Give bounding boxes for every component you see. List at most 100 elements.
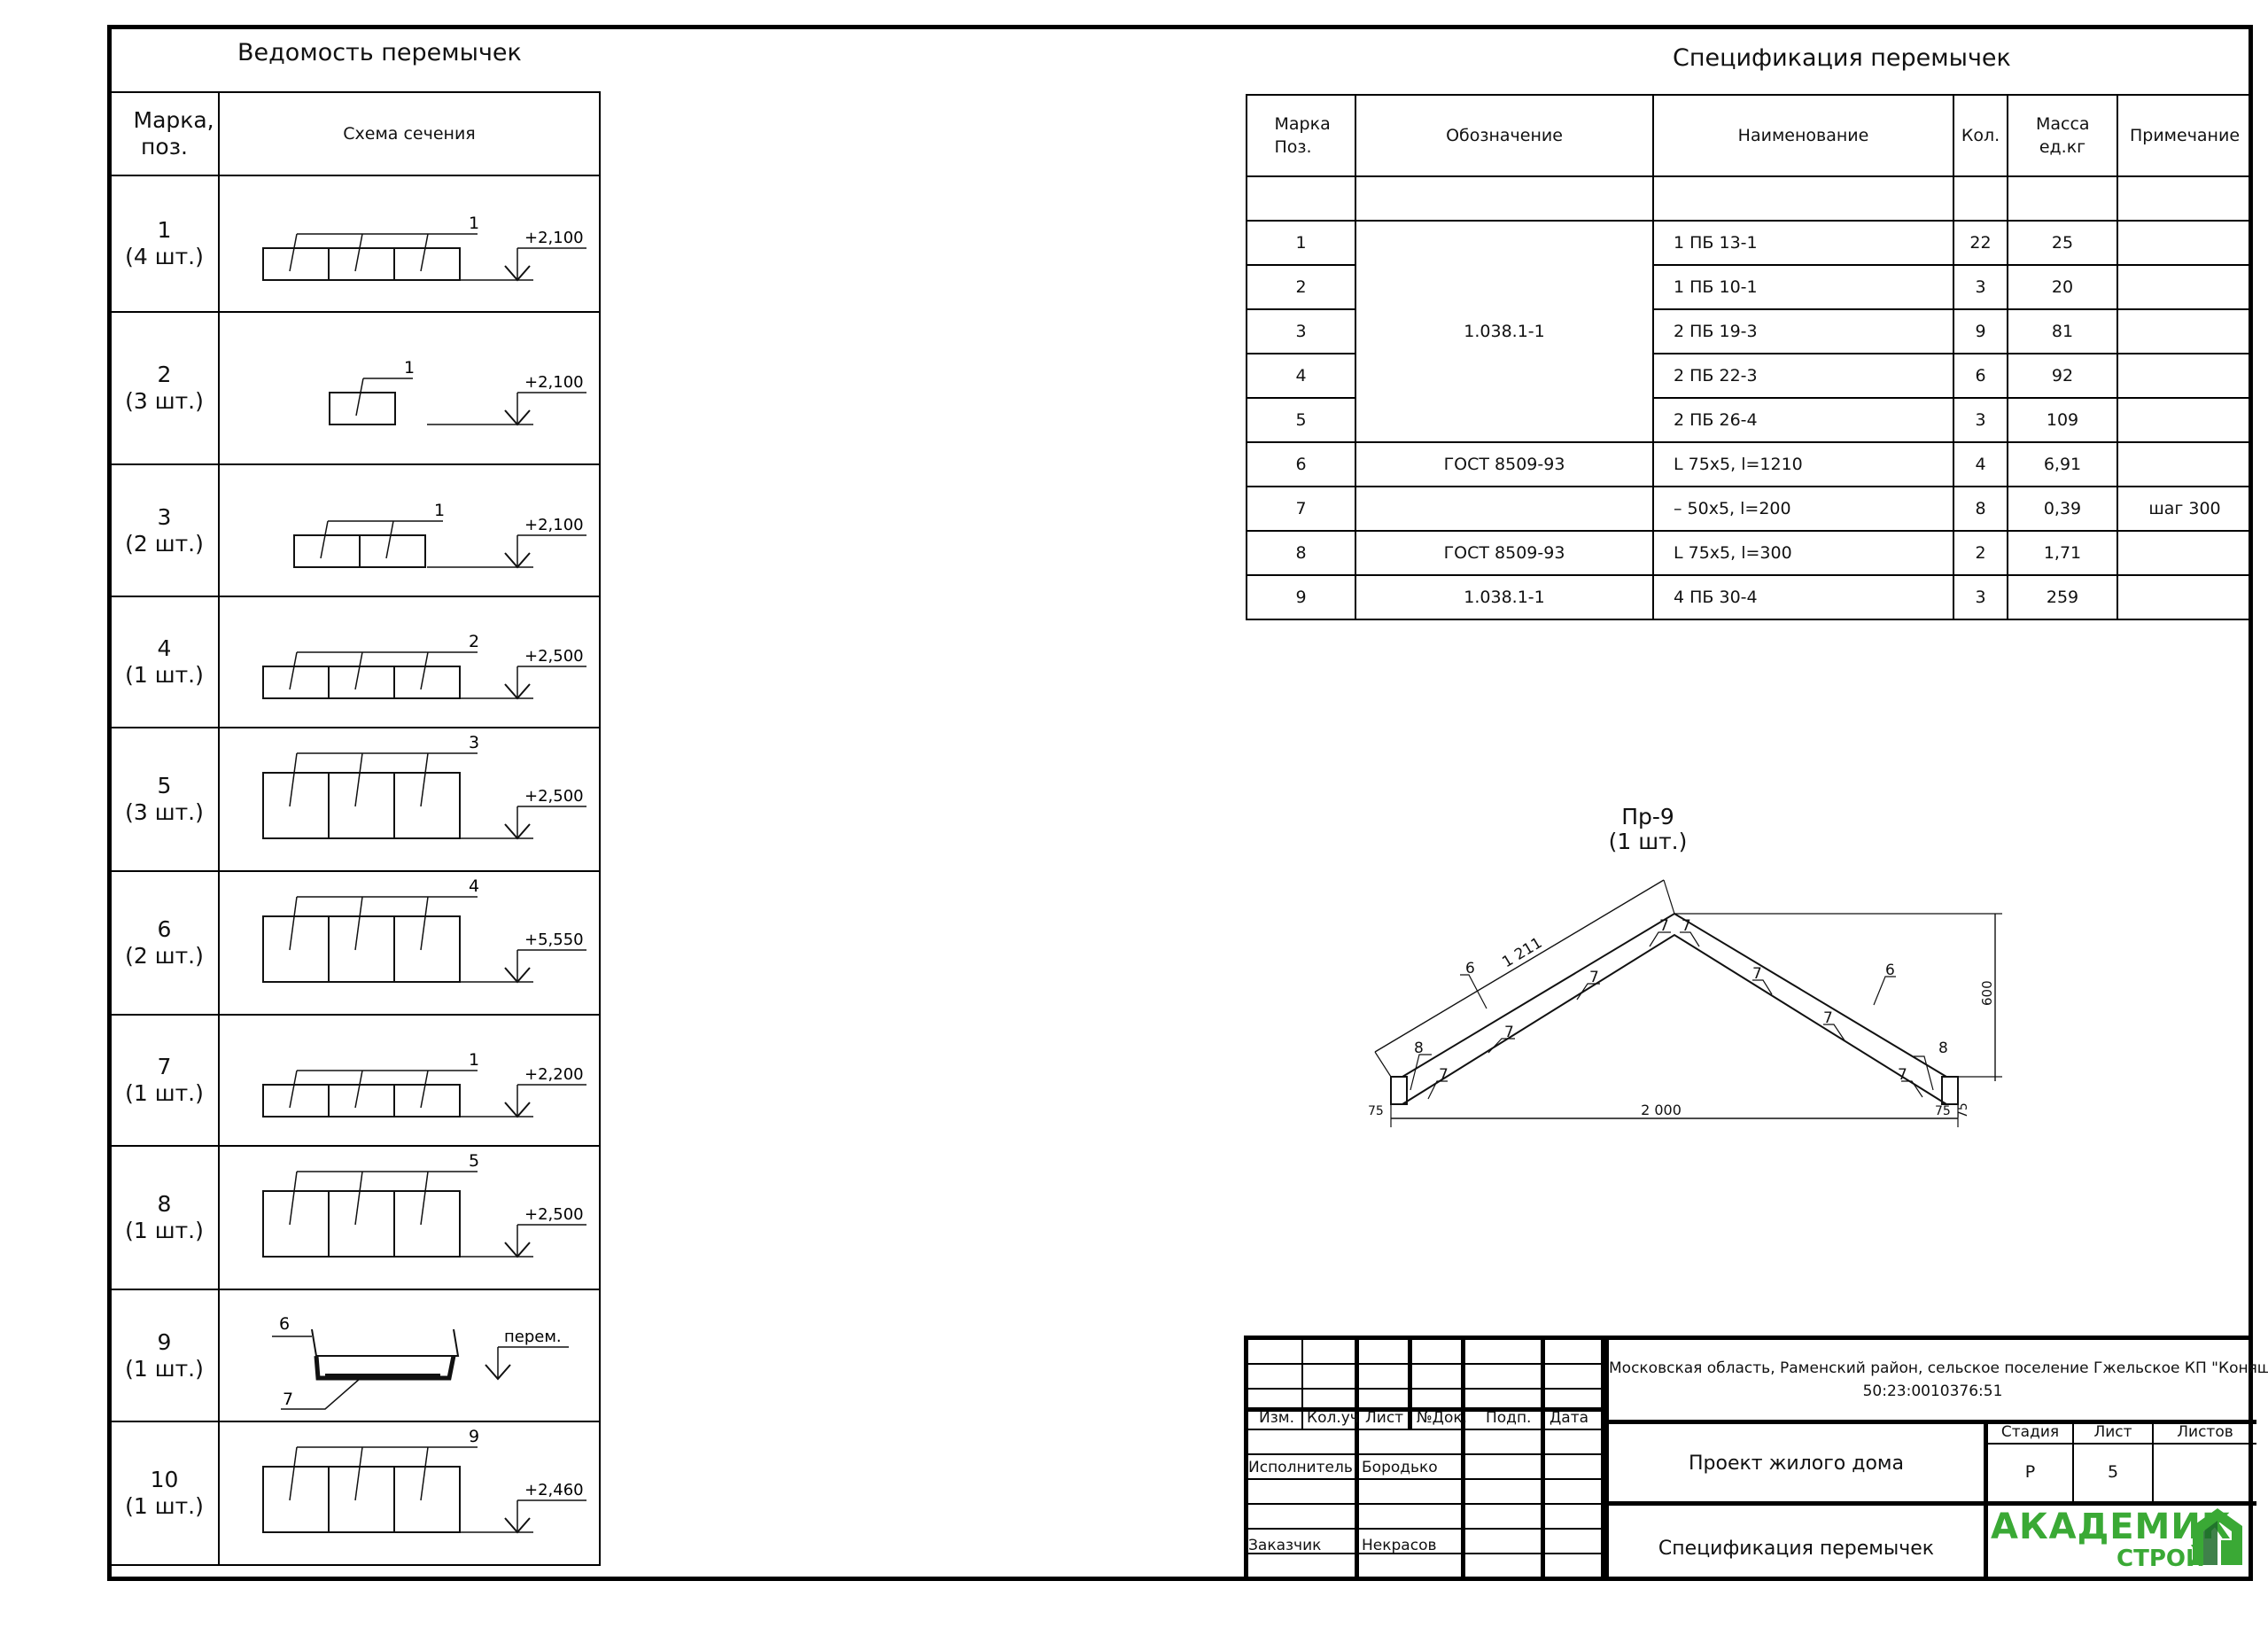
- label-7h: 7: [1898, 1066, 1907, 1084]
- stamp-role-executor: Исполнитель: [1248, 1459, 1353, 1476]
- stamp-role-customer: Заказчик: [1248, 1537, 1322, 1554]
- pos-label: 3: [469, 733, 479, 752]
- mark-count: (4 шт.): [125, 244, 204, 269]
- level-mark: +2,100: [524, 229, 584, 247]
- spec-col-mass: Масса ед.кг: [2007, 94, 2118, 177]
- spec-cell: 1 ПБ 10-1: [1652, 264, 1954, 310]
- vedomost-row: 2(3 шт.)1+2,100: [109, 311, 601, 465]
- row-mark: 3(2 шт.): [109, 463, 220, 597]
- spec-cell: ГОСТ 8509-93: [1355, 441, 1654, 487]
- stamp-address: Московская область, Раменский район, сел…: [1609, 1359, 2268, 1377]
- stamp-stage-header: Стадия: [2000, 1423, 2060, 1441]
- stamp-col-podp: Подп.: [1486, 1409, 1532, 1427]
- spec-cell: 1 ПБ 13-1: [1652, 220, 1954, 266]
- stamp-col-ndok: №Док.: [1417, 1409, 1468, 1427]
- vedomost-row: 1(4 шт.) 1+2,100: [109, 175, 601, 313]
- drawing-count: (1 шт.): [1609, 829, 1688, 854]
- pos-label: 7: [283, 1390, 293, 1409]
- spec-cell: 3: [1953, 397, 2008, 443]
- row-mark: 9(1 шт.): [109, 1289, 220, 1422]
- logo-main-text: АКАДЕМИК: [1991, 1507, 2232, 1547]
- mark-number: 5: [157, 773, 172, 798]
- mark-number: 9: [157, 1328, 172, 1355]
- level-mark: +2,100: [524, 373, 584, 392]
- pos-label: 1: [404, 358, 415, 378]
- vedomost-row: 8(1 шт.)5+2,500: [109, 1145, 601, 1290]
- label-8-right: 8: [1938, 1040, 1948, 1057]
- dim-end-right: 75: [1935, 1104, 1951, 1118]
- spec-cell: 7: [1246, 486, 1356, 532]
- spec-cell: 9: [1953, 308, 2008, 354]
- spec-cell: 6,91: [2007, 441, 2118, 487]
- row-scheme: 1+2,100: [218, 175, 601, 313]
- row-mark: 8(1 шт.): [109, 1145, 220, 1290]
- spec-cell: 259: [2007, 574, 2118, 620]
- lintel-section-drawing: 1+2,200: [262, 1050, 586, 1118]
- spec-cell: 2 ПБ 22-3: [1652, 353, 1954, 399]
- mark-count: (1 шт.): [125, 1218, 204, 1243]
- label-7f: 7: [1752, 965, 1762, 983]
- spec-cell: 20: [2007, 264, 2118, 310]
- lintel-section-drawing: 1+2,100: [293, 501, 586, 569]
- label-7c: 7: [1589, 969, 1599, 986]
- spec-cell: 3: [1953, 264, 2008, 310]
- level-mark: перем.: [504, 1328, 562, 1346]
- spec-cell: 25: [2007, 220, 2118, 266]
- spec-cell: [2117, 220, 2253, 266]
- row-scheme: 4+5,550: [218, 870, 601, 1016]
- stamp-col-izm: Изм.: [1259, 1409, 1294, 1427]
- vedomost-title: Ведомость перемычек: [237, 39, 522, 66]
- label-7a: 7: [1439, 1066, 1449, 1084]
- mark-count: (1 шт.): [125, 1493, 204, 1519]
- pos-label: 6: [279, 1314, 290, 1334]
- spec-cell: 1,71: [2007, 530, 2118, 576]
- lintel-section-drawing: 4+5,550: [262, 876, 586, 984]
- spec-col-note: Примечание: [2117, 94, 2253, 177]
- label-7b: 7: [1504, 1024, 1514, 1041]
- spec-cell: [2117, 397, 2253, 443]
- spec-cell: 5: [1246, 397, 1356, 443]
- vedomost-table: Марка, поз. Схема сечения 1(4 шт.)1+2,10…: [109, 91, 601, 1651]
- spec-cell: 8: [1246, 530, 1356, 576]
- col-mark: Марка, поз.: [109, 91, 220, 176]
- spec-col-designation: Обозначение: [1355, 94, 1654, 177]
- house-icon: [2193, 1508, 2242, 1565]
- level-mark: +2,500: [524, 1205, 584, 1224]
- empty-row: [110, 1564, 600, 1651]
- spec-cell: L 75х5, l=300: [1652, 530, 1954, 576]
- col-scheme: Схема сечения: [218, 91, 601, 176]
- spec-cell: 92: [2007, 353, 2118, 399]
- label-6-right: 6: [1885, 962, 1895, 979]
- stamp-col-date: Дата: [1550, 1409, 1589, 1427]
- mark-number: 3: [157, 503, 172, 530]
- row-scheme: 1+2,100: [218, 463, 601, 597]
- mark-count: (3 шт.): [125, 388, 204, 414]
- mark-number: 1: [157, 217, 172, 243]
- lintel-section-drawing: 9+2,460: [262, 1427, 586, 1534]
- spec-cell: 6: [1953, 353, 2008, 399]
- lintel-section-drawing: 3+2,500: [262, 733, 586, 840]
- level-mark: +2,100: [524, 516, 584, 534]
- pos-label: 2: [469, 632, 479, 651]
- stamp-name-executor: Бородько: [1362, 1459, 1438, 1476]
- vedomost-row: 3(2 шт.) 1+2,100: [109, 463, 601, 597]
- row-scheme: 1+2,200: [218, 1014, 601, 1147]
- mark-count: (3 шт.): [125, 799, 204, 825]
- stamp-col-koluch: Кол.уч: [1307, 1409, 1359, 1427]
- spec-cell: шаг 300: [2117, 486, 2253, 532]
- pos-label: 1: [469, 1050, 479, 1070]
- row-scheme: 1 +2,100: [218, 311, 601, 465]
- level-mark: +2,460: [524, 1481, 584, 1499]
- mark-number: 10: [150, 1467, 179, 1492]
- row-mark: 4(1 шт.): [109, 596, 220, 728]
- mark-number: 8: [157, 1191, 172, 1217]
- dim-end-side: 75: [1956, 1102, 1970, 1118]
- row-mark: 7(1 шт.): [109, 1014, 220, 1147]
- mark-count: (1 шт.): [125, 1355, 204, 1382]
- vedomost-row: 9(1 шт.) 6 7 перем.: [109, 1289, 601, 1422]
